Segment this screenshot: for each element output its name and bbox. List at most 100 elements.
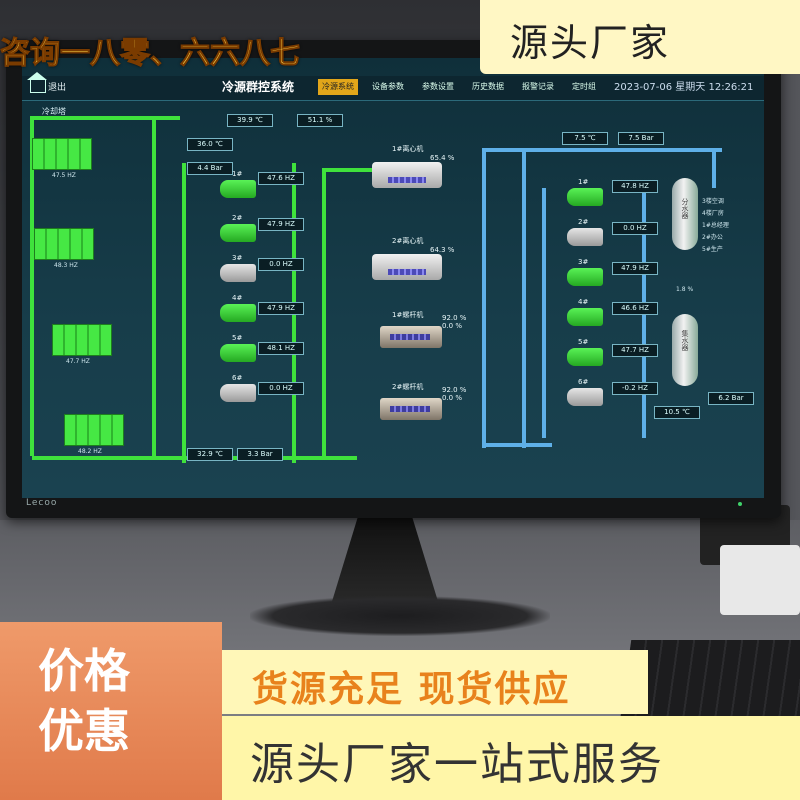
chw-pump-6[interactable]	[567, 388, 603, 406]
chw-pump-4[interactable]	[567, 308, 603, 326]
chw-pump-5[interactable]	[567, 348, 603, 366]
cw-pump-1[interactable]	[220, 180, 256, 198]
cw-return-pressure: 3.3 Bar	[237, 448, 283, 461]
screw-chiller-1[interactable]	[380, 326, 442, 348]
cw-pump-label: 2#	[232, 214, 243, 222]
cw-pump-freq: 48.1 HZ	[258, 342, 304, 355]
ad-text: 源头厂家	[510, 21, 671, 65]
centrifugal-chiller-1[interactable]	[372, 162, 442, 188]
pipe	[322, 168, 326, 458]
cw-pump-label: 3#	[232, 254, 243, 262]
cw-pump-label: 4#	[232, 294, 243, 302]
ad-banner-top-right: 源头厂家	[480, 0, 800, 74]
chw-supply-pressure: 7.5 Bar	[618, 132, 664, 145]
chiller-load: 64.3 %	[430, 246, 455, 254]
chw-pump-label: 5#	[578, 338, 589, 346]
cooling-tower-4[interactable]	[64, 414, 124, 446]
chw-pump-freq: 47.9 HZ	[612, 262, 658, 275]
tab-cooling-system[interactable]: 冷源系统	[318, 79, 358, 95]
chw-pump-label: 4#	[578, 298, 589, 306]
cooling-tower-2[interactable]	[34, 228, 94, 260]
tower-freq: 48.3 HZ	[54, 262, 78, 269]
chw-return-temp: 10.5 ℃	[654, 406, 700, 419]
collector-vessel[interactable]	[672, 314, 698, 386]
power-led	[738, 502, 742, 506]
tab-param-settings[interactable]: 参数设置	[422, 82, 454, 91]
tower-freq: 48.2 HZ	[78, 448, 102, 455]
chiller-label: 1#螺杆机	[392, 311, 424, 319]
chw-pump-2[interactable]	[567, 228, 603, 246]
cw-pump-label: 1#	[232, 170, 243, 178]
cw-supply-temp: 36.0 ℃	[187, 138, 233, 151]
pipe	[322, 168, 382, 172]
branch-label: 2#办公	[702, 234, 723, 241]
branch-label: 5#生产	[702, 246, 723, 253]
cw-pump-label: 5#	[232, 334, 243, 342]
cw-pump-label: 6#	[232, 374, 243, 382]
monitor-base	[250, 596, 550, 636]
distributor-label: 分水器	[681, 198, 689, 219]
outdoor-temp: 39.9 ℃	[227, 114, 273, 127]
ad-bottom-banner: 源头厂家一站式服务	[222, 716, 800, 800]
screw-chiller-2[interactable]	[380, 398, 442, 420]
chiller-label: 2#螺杆机	[392, 383, 424, 391]
chw-return-pressure: 6.2 Bar	[708, 392, 754, 405]
branch-label: 4楼厂房	[702, 210, 724, 217]
chiller-sub: 0.0 %	[442, 394, 463, 402]
centrifugal-chiller-2[interactable]	[372, 254, 442, 280]
cw-pump-5[interactable]	[220, 344, 256, 362]
pipe	[542, 188, 546, 438]
cooling-tower-label: 冷却塔	[42, 107, 66, 116]
pipe	[482, 443, 552, 447]
chw-pump-1[interactable]	[567, 188, 603, 206]
datetime: 2023-07-06 星期天 12:26:21	[614, 82, 754, 93]
pipe	[30, 116, 180, 120]
chw-pump-3[interactable]	[567, 268, 603, 286]
chiller-vent	[388, 269, 426, 275]
pipe	[152, 116, 156, 456]
cw-pump-freq: 47.6 HZ	[258, 172, 304, 185]
cw-pump-2[interactable]	[220, 224, 256, 242]
ad-contact-text: 咨询一八零、六六八七	[0, 36, 301, 72]
cooling-tower-1[interactable]	[32, 138, 92, 170]
chiller-label: 1#离心机	[392, 145, 424, 153]
valve-percent: 1.8 %	[676, 286, 694, 293]
tab-history[interactable]: 历史数据	[472, 82, 504, 91]
chiller-vent	[390, 334, 430, 340]
cw-pump-6[interactable]	[220, 384, 256, 402]
tower-freq: 47.5 HZ	[52, 172, 76, 179]
cw-pump-3[interactable]	[220, 264, 256, 282]
branch-label: 3楼空调	[702, 198, 724, 205]
tab-timer[interactable]: 定时组	[572, 82, 596, 91]
outdoor-humidity: 51.1 %	[297, 114, 343, 127]
chw-pump-label: 1#	[578, 178, 589, 186]
exit-button[interactable]: 退出	[48, 83, 67, 93]
ad-supply-text: 货源充足 现货供应	[252, 669, 571, 710]
tab-alarms[interactable]: 报警记录	[522, 82, 554, 91]
home-icon[interactable]	[27, 72, 47, 93]
distributor-vessel[interactable]	[672, 178, 698, 250]
ad-price-line1: 价格	[38, 644, 130, 698]
tab-equipment-params[interactable]: 设备参数	[372, 82, 404, 91]
ad-bottom-text: 源头厂家一站式服务	[250, 739, 664, 790]
chiller-load: 65.4 %	[430, 154, 455, 162]
cw-pressure: 4.4 Bar	[187, 162, 233, 175]
ad-supply-banner: 货源充足 现货供应	[222, 650, 648, 714]
cw-pump-freq: 47.9 HZ	[258, 302, 304, 315]
cw-pump-4[interactable]	[220, 304, 256, 322]
pipe	[30, 116, 34, 456]
branch-label: 1#总经理	[702, 222, 729, 229]
monitor-screen: 退出 冷源群控系统 冷源系统 设备参数 参数设置 历史数据 报警记录 定时组 2…	[22, 58, 764, 498]
chw-pump-freq: -0.2 HZ	[612, 382, 658, 395]
pipe	[712, 148, 716, 188]
chw-pump-freq: 46.6 HZ	[612, 302, 658, 315]
chw-supply-temp: 7.5 ℃	[562, 132, 608, 145]
pipe	[182, 163, 186, 463]
tower-freq: 47.7 HZ	[66, 358, 90, 365]
ad-price-box: 价格 优惠	[0, 622, 222, 800]
chiller-load: 92.0 %	[442, 314, 467, 322]
cw-pump-freq: 0.0 HZ	[258, 258, 304, 271]
pipe	[482, 148, 722, 152]
chw-pump-freq: 47.7 HZ	[612, 344, 658, 357]
cooling-tower-3[interactable]	[52, 324, 112, 356]
